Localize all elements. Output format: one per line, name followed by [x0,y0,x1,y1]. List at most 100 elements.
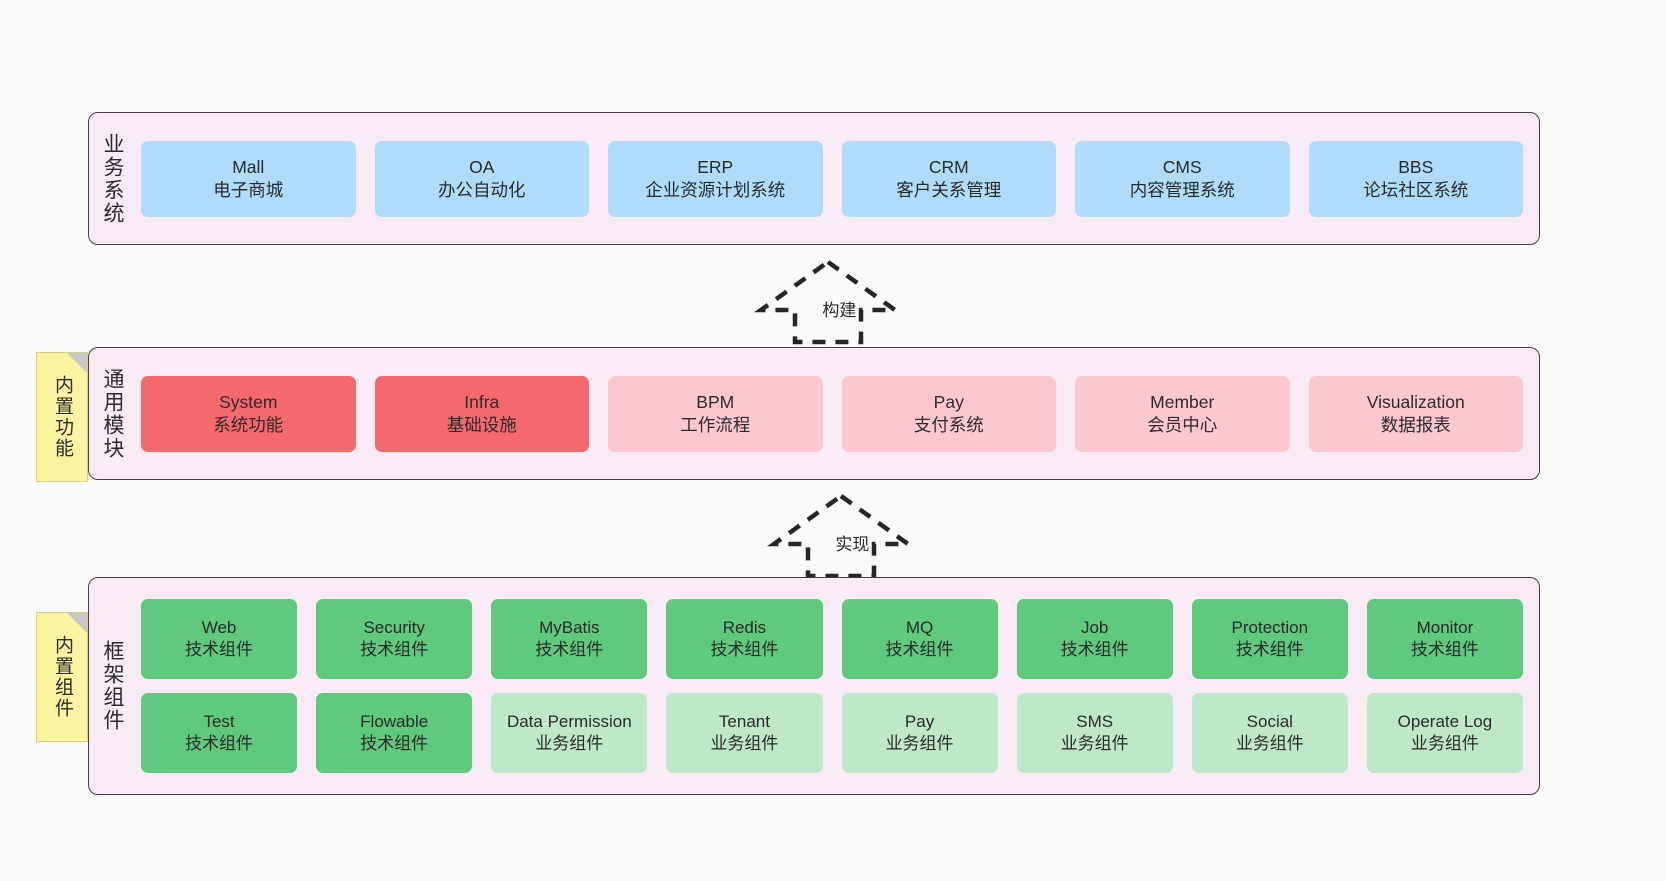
card-cn-label: 电子商城 [213,179,284,200]
card-cn-label: 技术组件 [360,734,429,753]
card-en-label: Visualization [1366,392,1465,413]
sticky-note-label: 内置功能 [51,375,73,459]
card-cn-label: 系统功能 [213,414,284,435]
card-en-label: Redis [722,618,767,638]
card-cn-label: 技术组件 [1235,640,1304,659]
card-en-label: Pay [904,712,935,732]
sticky-note-builtin-functions: 内置功能 [36,352,88,482]
framework-row-tech: Web 技术组件 Security 技术组件 MyBatis 技术组件 Redi… [141,599,1523,679]
card-cn-label: 数据报表 [1380,414,1451,435]
framework-card-redis[interactable]: Redis 技术组件 [666,599,823,679]
framework-card-tenant[interactable]: Tenant 业务组件 [666,693,823,773]
card-en-label: Tenant [718,712,770,732]
card-en-label: Infra [464,392,500,413]
business-card-crm[interactable]: CRM 客户关系管理 [841,140,1056,217]
module-card-infra[interactable]: Infra 基础设施 [374,375,589,452]
page-fold-icon [67,353,87,373]
card-en-label: SMS [1076,712,1114,732]
framework-card-job[interactable]: Job 技术组件 [1016,599,1173,679]
card-cn-label: 技术组件 [185,734,254,753]
card-en-label: BBS [1398,157,1434,178]
framework-card-flowable[interactable]: Flowable 技术组件 [316,693,473,773]
framework-card-social[interactable]: Social 业务组件 [1191,693,1348,773]
card-cn-label: 内容管理系统 [1129,179,1235,200]
card-en-label: Monitor [1416,618,1474,638]
card-en-label: System [219,392,278,413]
card-cn-label: 技术组件 [885,640,954,659]
layer-business-systems: 业务系统 Mall 电子商城 OA 办公自动化 ERP 企业资源计划系统 CRM… [88,112,1540,245]
business-card-mall[interactable]: Mall 电子商城 [141,140,356,217]
card-en-label: Data Permission [506,712,632,732]
card-cn-label: 业务组件 [1235,734,1304,753]
card-cn-label: 工作流程 [680,414,751,435]
card-en-label: Social [1246,712,1293,732]
card-cn-label: 业务组件 [710,734,779,753]
card-cn-label: 企业资源计划系统 [645,179,786,200]
framework-card-test[interactable]: Test 技术组件 [141,693,298,773]
card-cn-label: 业务组件 [535,734,604,753]
connector-implement-label: 实现 [835,535,870,554]
card-cn-label: 会员中心 [1147,414,1218,435]
framework-card-web[interactable]: Web 技术组件 [141,599,298,679]
module-card-bpm[interactable]: BPM 工作流程 [608,375,823,452]
layer-framework-label: 框架组件 [101,640,125,732]
card-cn-label: 业务组件 [1410,734,1479,753]
framework-card-mq[interactable]: MQ 技术组件 [841,599,998,679]
layer-business-body: Mall 电子商城 OA 办公自动化 ERP 企业资源计划系统 CRM 客户关系… [135,113,1539,244]
card-cn-label: 论坛社区系统 [1363,179,1469,200]
card-cn-label: 客户关系管理 [896,179,1002,200]
business-card-cms[interactable]: CMS 内容管理系统 [1075,140,1290,217]
card-cn-label: 技术组件 [1060,640,1129,659]
card-cn-label: 业务组件 [885,734,954,753]
layer-modules-body: System 系统功能 Infra 基础设施 BPM 工作流程 Pay 支付系统… [135,348,1539,479]
framework-card-data-permission[interactable]: Data Permission 业务组件 [491,693,648,773]
framework-row-business: Test 技术组件 Flowable 技术组件 Data Permission … [141,693,1523,773]
card-en-label: Test [203,712,235,732]
framework-card-security[interactable]: Security 技术组件 [316,599,473,679]
layer-business-label: 业务系统 [101,132,125,225]
card-cn-label: 支付系统 [913,414,984,435]
card-cn-label: 技术组件 [1410,640,1479,659]
layer-framework-components: 框架组件 Web 技术组件 Security 技术组件 MyBatis 技术组件… [88,577,1540,795]
layer-framework-body: Web 技术组件 Security 技术组件 MyBatis 技术组件 Redi… [135,578,1539,794]
card-en-label: CRM [928,157,969,178]
page-fold-icon [67,613,87,633]
card-en-label: OA [469,157,495,178]
card-cn-label: 技术组件 [535,640,604,659]
card-en-label: MyBatis [539,618,600,638]
framework-card-protection[interactable]: Protection 技术组件 [1191,599,1348,679]
business-row: Mall 电子商城 OA 办公自动化 ERP 企业资源计划系统 CRM 客户关系… [141,140,1523,217]
card-en-label: Security [363,618,425,638]
card-en-label: Member [1150,392,1215,413]
card-en-label: CMS [1162,157,1202,178]
framework-card-sms[interactable]: SMS 业务组件 [1016,693,1173,773]
business-card-oa[interactable]: OA 办公自动化 [374,140,589,217]
connector-implement-arrow: 实现 [766,492,916,579]
connector-build-arrow: 构建 [753,258,903,345]
layer-common-modules: 通用模块 System 系统功能 Infra 基础设施 BPM 工作流程 Pay… [88,347,1540,480]
card-en-label: Protection [1231,618,1309,638]
card-en-label: Mall [232,157,265,178]
layer-modules-label: 通用模块 [101,367,125,460]
connector-build-label: 构建 [822,301,857,320]
card-en-label: Pay [933,392,964,413]
card-en-label: ERP [697,157,734,178]
module-card-member[interactable]: Member 会员中心 [1075,375,1290,452]
card-cn-label: 办公自动化 [438,179,526,200]
card-en-label: Web [201,618,237,638]
business-card-bbs[interactable]: BBS 论坛社区系统 [1308,140,1523,217]
modules-row: System 系统功能 Infra 基础设施 BPM 工作流程 Pay 支付系统… [141,375,1523,452]
framework-card-mybatis[interactable]: MyBatis 技术组件 [491,599,648,679]
module-card-system[interactable]: System 系统功能 [141,375,356,452]
card-en-label: Job [1080,618,1109,638]
card-cn-label: 技术组件 [360,640,429,659]
card-cn-label: 技术组件 [710,640,779,659]
module-card-visualization[interactable]: Visualization 数据报表 [1308,375,1523,452]
framework-card-monitor[interactable]: Monitor 技术组件 [1366,599,1523,679]
business-card-erp[interactable]: ERP 企业资源计划系统 [608,140,823,217]
framework-card-pay[interactable]: Pay 业务组件 [841,693,998,773]
card-en-label: BPM [696,392,735,413]
module-card-pay[interactable]: Pay 支付系统 [841,375,1056,452]
framework-card-operate-log[interactable]: Operate Log 业务组件 [1366,693,1523,773]
